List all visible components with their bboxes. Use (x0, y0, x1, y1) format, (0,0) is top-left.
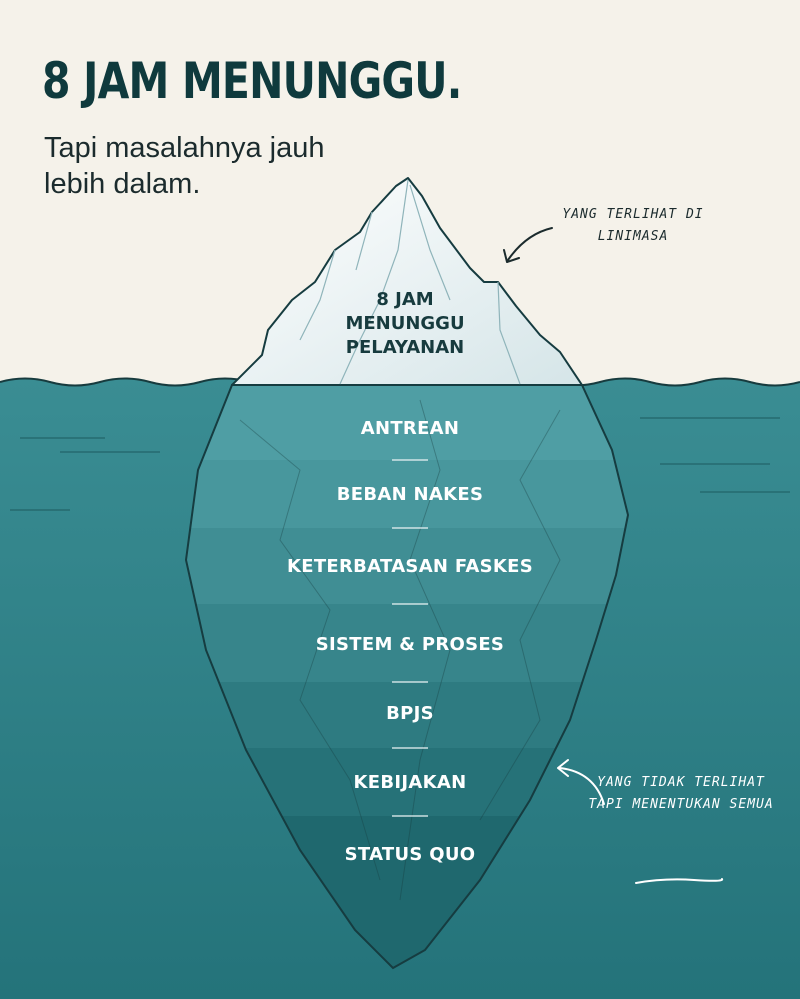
layer-label-keterbatasan-faskes: KETERBATASAN FASKES (286, 556, 533, 577)
layer-label-status-quo: STATUS QUO (344, 844, 476, 865)
layer-label-antrean: ANTREAN (360, 418, 460, 439)
layer-label-bpjs: BPJS (386, 703, 434, 724)
page-subtitle: Tapi masalahnya jauh lebih dalam. (44, 132, 325, 200)
iceberg-tip (231, 177, 583, 386)
water-ripples (10, 417, 790, 511)
layer-dividers (392, 459, 428, 817)
annotation-hidden: YANG TIDAK TERLIHAT TAPI MENENTUKAN SEMU… (588, 775, 774, 812)
iceberg-outline (184, 384, 630, 970)
arrow-hidden-icon (557, 759, 605, 805)
annotation-visible: YANG TERLIHAT DI LINIMASA (562, 207, 704, 244)
annotation-underline (635, 878, 724, 884)
iceberg-tip-label: 8 JAM MENUNGGU PELAYANAN (345, 289, 465, 358)
page-title: 8 JAM MENUNGGU. (42, 52, 462, 110)
layer-label-sistem-proses: SISTEM & PROSES (315, 634, 505, 655)
layer-label-kebijakan: KEBIJAKAN (353, 772, 467, 793)
iceberg-tip-shading (299, 179, 521, 385)
arrow-visible-icon (503, 227, 553, 263)
layer-label-beban-nakes: BEBAN NAKES (336, 484, 484, 505)
